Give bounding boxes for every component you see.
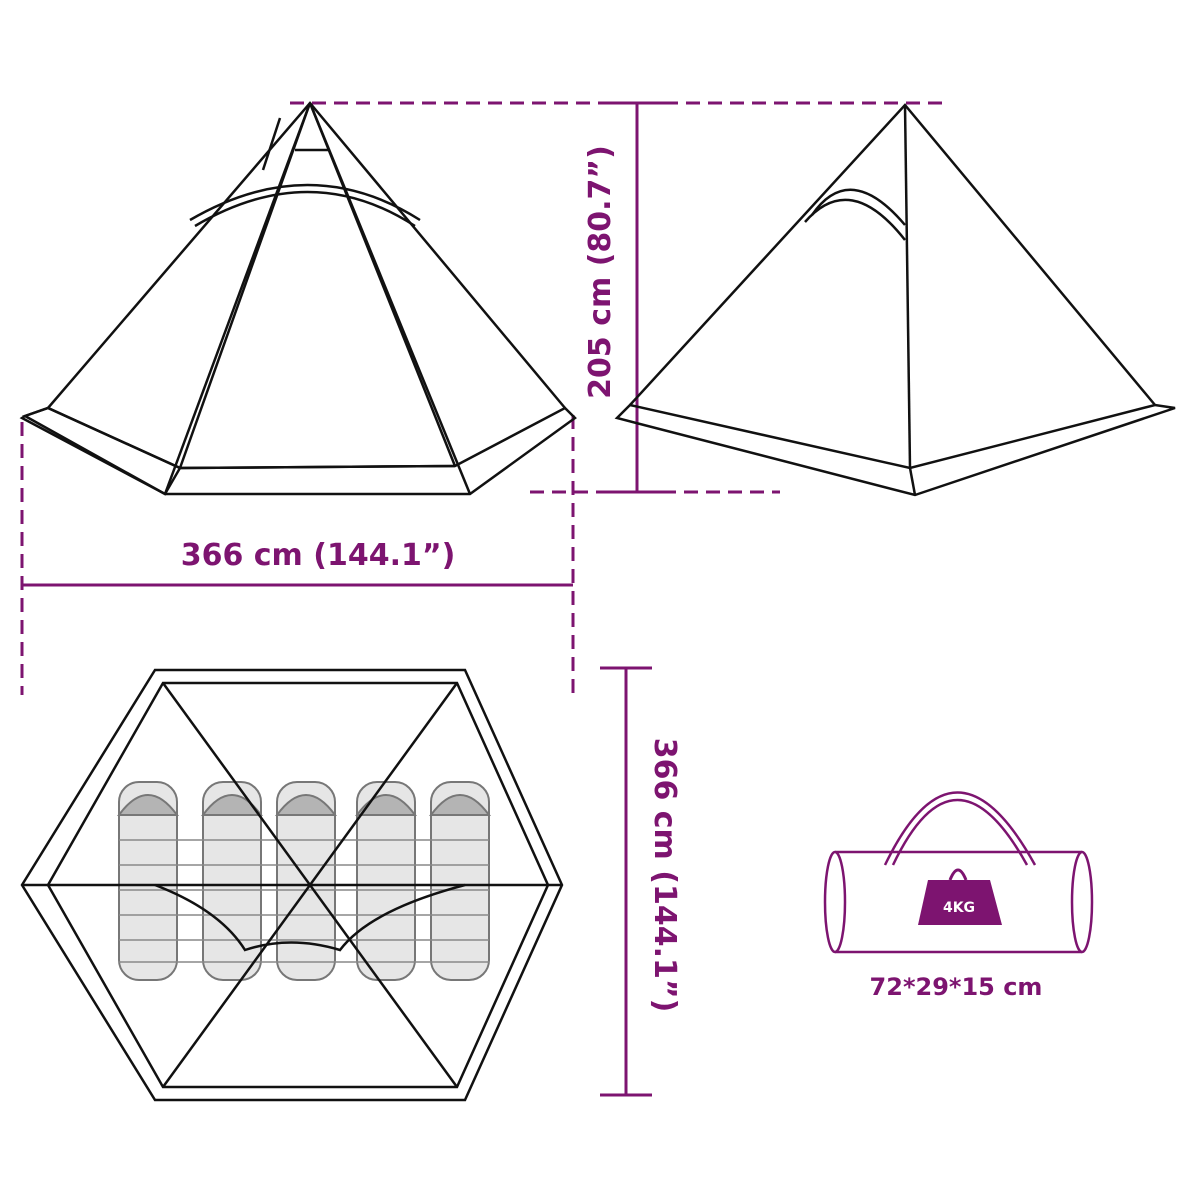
top-view-tent <box>20 668 564 1102</box>
sleeping-bag-2 <box>201 781 263 981</box>
depth-label: 366 cm (144.1”) <box>647 738 682 1013</box>
sleeping-bag-1 <box>117 781 179 981</box>
side-view-tent <box>614 103 1176 497</box>
bag-size-label: 72*29*15 cm <box>870 973 1043 1001</box>
sleeping-bags <box>117 781 491 981</box>
weight-label: 4KG <box>943 900 975 916</box>
carry-bag-icon <box>823 791 1094 954</box>
weight-icon <box>918 880 1002 925</box>
sleeping-bag-4 <box>355 781 417 981</box>
height-label: 205 cm (80.7”) <box>583 145 618 399</box>
sleeping-bag-5 <box>429 781 491 981</box>
front-view-tent <box>19 101 577 496</box>
width-label: 366 cm (144.1”) <box>181 538 456 573</box>
